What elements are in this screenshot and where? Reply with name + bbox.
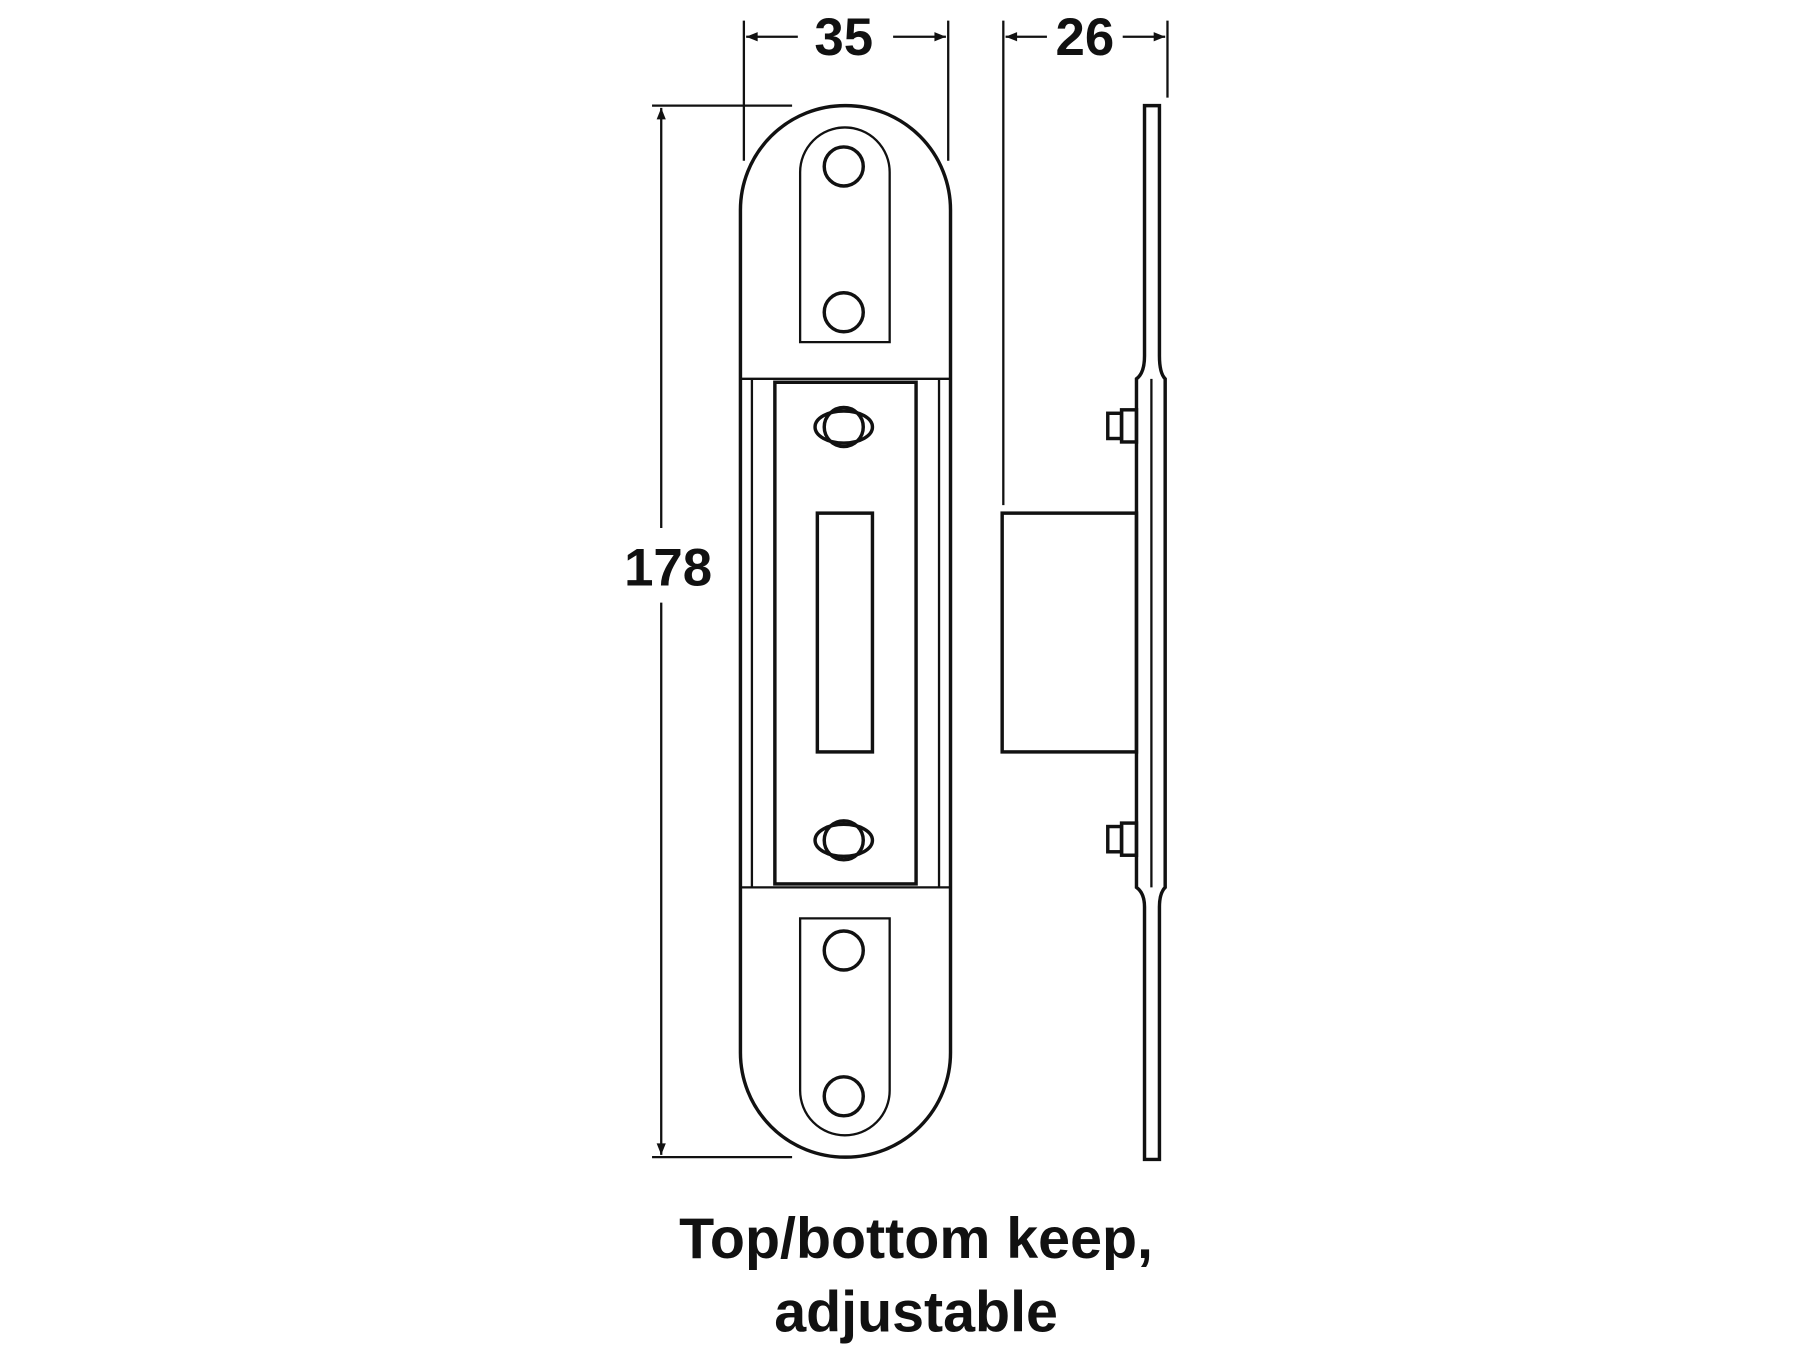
caption-line-2: adjustable [774,1281,1058,1345]
front-view [738,103,953,1159]
caption-line-1: Top/bottom keep, [679,1207,1153,1271]
bottom-slot [798,917,891,1137]
depth-label: 26 [1055,8,1114,67]
dimension-width: 35 [742,8,950,161]
adjustable-plate [773,380,918,886]
screw-hole [822,929,865,972]
keep-plate-outline [738,103,953,1159]
screw-hole [822,145,865,188]
screw-stud [1119,821,1139,857]
screw-stud [1119,408,1139,444]
adjust-screw [813,405,875,449]
height-label: 178 [624,538,712,597]
side-view [1000,103,1167,1162]
screw-hole [822,291,865,334]
dimension-depth: 26 [1002,8,1169,506]
bolt-slot [815,511,875,754]
dimension-height: 178 [614,104,793,1159]
width-label: 35 [814,8,873,67]
screw-hole [822,1075,865,1118]
adjust-screw [813,819,875,862]
keep-box [1000,511,1139,754]
side-plate [1134,103,1167,1162]
top-slot [798,126,891,344]
